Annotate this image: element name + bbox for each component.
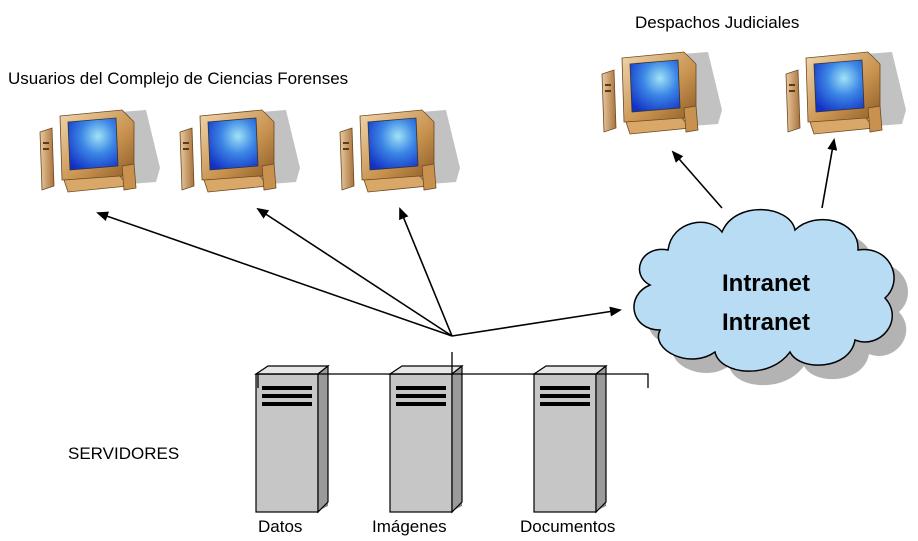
arrow-to-workstation-1 [96,211,453,337]
servers-bracket [257,352,649,388]
workstation-icon-1 [39,109,161,193]
server-label-datos: Datos [258,517,303,536]
arrow-to-intranet [451,306,622,337]
connection-arrows [96,138,838,337]
workstation-icon-2 [179,109,301,193]
server-icon-imagenes [389,365,463,513]
users-group-label: Usuarios del Complejo de Ciencias Forens… [8,69,349,88]
intranet-label-shadow: Intranet [721,309,810,336]
arrow-to-workstation-2 [256,207,453,337]
servers-group-label: SERVIDORES [68,444,180,463]
cloud-icon [633,208,895,372]
arrow-to-workstation-3 [399,207,453,337]
courts-group-label: Despachos Judiciales [635,13,800,32]
server-icon-documentos [533,365,607,513]
arrow-to-court-1 [671,150,723,209]
server-label-imagenes: Imágenes [372,517,447,536]
intranet-label: Intranet [721,270,810,297]
arrow-to-court-2 [821,138,838,209]
server-icon-datos [255,365,329,513]
court-workstation-icon-2 [785,51,907,135]
court-workstation-icon-1 [601,51,723,135]
workstation-icon-3 [339,109,461,193]
server-label-documentos: Documentos [520,517,616,536]
